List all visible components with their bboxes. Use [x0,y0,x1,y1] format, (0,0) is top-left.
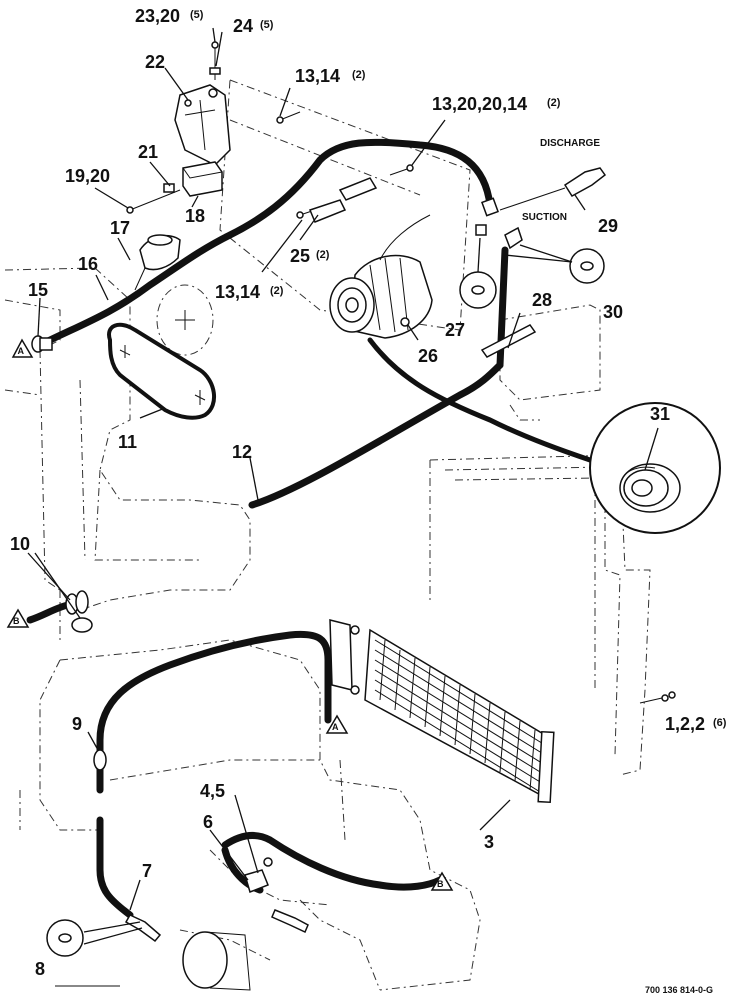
callout-24: 24 [233,16,253,36]
callout-11: 11 [118,432,137,452]
callout-1-2-2: 1,2,2 [665,714,705,734]
callout-23-20-qty: (5) [190,9,204,21]
callout-15: 15 [28,280,48,300]
label-suction: SUCTION [522,212,567,223]
callout-7: 7 [142,861,152,881]
callout-9: 9 [72,714,82,734]
svg-text:A: A [332,722,339,732]
callout-26: 26 [418,346,438,366]
clutch-31-inset [589,402,721,534]
callout-4-5: 4,5 [200,781,225,801]
ref-a-lower: A [325,714,349,734]
fitting-suction [504,226,523,250]
label-discharge: DISCHARGE [540,138,600,149]
callout-25: 25 [290,246,310,266]
svg-text:A: A [18,346,25,356]
fitting-10 [65,590,93,633]
bolt-23 [209,41,221,80]
svg-text:B: B [13,616,20,626]
bolts-13-14 [276,111,414,219]
condenser-3 [329,619,555,804]
callout-13-14-top: 13,14 [295,66,340,86]
callout-18: 18 [185,206,205,226]
callout-16: 16 [78,254,98,274]
svg-text:B: B [437,879,444,889]
callouts: 23,20 (5) 24 (5) 22 13,14 (2) 13,20,20,1… [10,6,727,979]
callout-12: 12 [232,442,252,462]
callout-21: 21 [138,142,158,162]
compressor-26 [329,214,433,339]
service-valve-29 [499,167,607,211]
callout-1-2-2-qty: (6) [713,717,727,729]
hose-16 [36,138,494,349]
callout-8: 8 [35,959,45,979]
callout-28: 28 [532,290,552,310]
valve-7 [124,914,162,943]
bracket-22 [174,84,231,166]
hose-6 [221,831,444,891]
ref-a-upper: A [11,338,34,358]
oring-27-inset [459,237,497,309]
callout-13-14-mid: 13,14 [215,282,260,302]
drum-bottom [182,931,251,991]
bolt-19 [126,183,181,214]
hose-clutch-wire [367,337,593,463]
bracket-25 [308,177,378,223]
callout-13-14-mid-qty: (2) [270,285,284,297]
callout-13-20-20-14: 13,20,20,14 [432,94,527,114]
leader-lines [27,27,659,911]
part-number-label: 700 136 814-0-G [645,985,713,995]
callout-13-20-20-14-qty: (2) [547,97,561,109]
callout-23-20: 23,20 [135,6,180,26]
hose-10 [26,601,72,624]
ref-b-right: B [430,871,454,891]
callout-25-qty: (2) [316,249,330,261]
fitting-9 [93,749,107,771]
oring-8-inset [46,919,143,957]
callout-31: 31 [650,404,670,424]
callout-13-14-top-qty: (2) [352,69,366,81]
fitting-15 [31,335,53,353]
clamp-4-5 [244,857,273,893]
spacer-block-18 [182,161,223,197]
callout-3: 3 [484,832,494,852]
oring-30-inset [504,244,605,284]
crank-pulley [156,284,214,356]
callout-30: 30 [603,302,623,322]
hose-tag-28 [480,324,537,358]
valve-6-end [271,909,309,934]
fitting-discharge [475,197,499,236]
callout-17: 17 [110,218,130,238]
callout-19-20: 19,20 [65,166,110,186]
callout-24-qty: (5) [260,19,274,31]
ref-b-left: B [6,608,30,628]
belt-11 [107,322,216,420]
callout-29: 29 [598,216,618,236]
hose-12 [248,361,504,509]
callout-6: 6 [203,812,213,832]
screws-1-2 [639,691,676,704]
hose-elbow-17 [134,234,181,291]
callout-10: 10 [10,534,30,554]
hose-9 [96,630,332,794]
callout-27: 27 [445,320,465,340]
hose-7 [96,816,134,919]
callout-22: 22 [145,52,165,72]
